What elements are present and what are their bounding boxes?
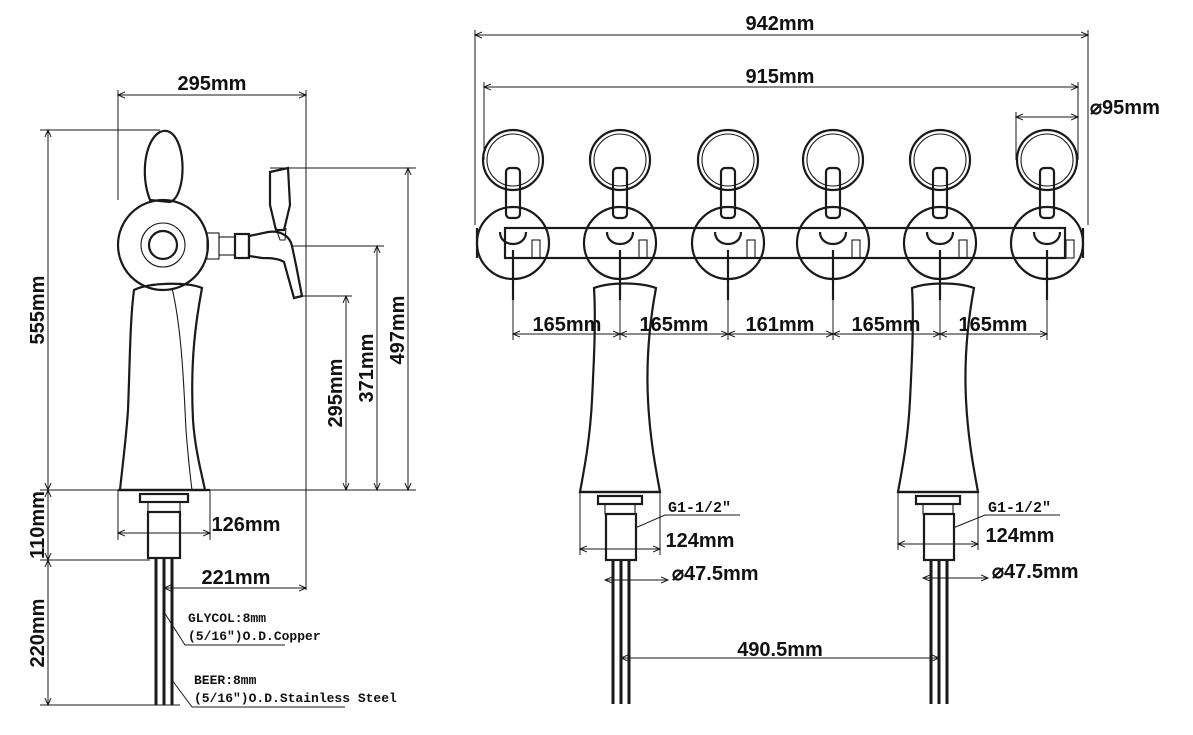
right-thread: G1-1/2" — [988, 500, 1051, 517]
spacing-3: 161mm — [746, 314, 815, 336]
spacing-4: 165mm — [852, 314, 921, 336]
dim-490-5: 490.5mm — [737, 639, 823, 661]
handle-1 — [504, 166, 522, 220]
side-handle — [143, 129, 184, 204]
medallion-3 — [696, 128, 760, 192]
front-view: 942mm 915mm ⌀95mm — [475, 13, 1160, 704]
handle-3 — [719, 166, 737, 220]
left-column — [578, 282, 662, 704]
spacing-5: 165mm — [959, 314, 1028, 336]
side-head-ring — [140, 222, 186, 268]
glycol-note-2: (5/16")O.D.Copper — [188, 629, 321, 644]
spacing-1: 165mm — [533, 314, 602, 336]
side-column — [118, 282, 207, 492]
spacing-dims — [513, 300, 1047, 340]
dim-221: 221mm — [202, 567, 271, 589]
tap-6 — [1015, 128, 1079, 300]
right-column — [896, 282, 980, 704]
dim-371: 371mm — [356, 334, 378, 403]
medallion-4 — [801, 128, 865, 192]
tap-2 — [588, 128, 652, 300]
side-view: 295mm 555mm 497mm 371mm 295mm 110mm 126m… — [27, 73, 416, 708]
medallion-5 — [908, 128, 972, 192]
tap-3 — [696, 128, 760, 300]
tap-1 — [481, 128, 545, 300]
side-shank — [146, 510, 182, 560]
left-base: 124mm — [666, 530, 735, 552]
side-flange — [138, 492, 190, 504]
side-lever — [268, 166, 292, 232]
beer-note-1: BEER:8mm — [194, 673, 257, 688]
glycol-note-1: GLYCOL:8mm — [188, 611, 266, 626]
dim-555: 555mm — [27, 276, 49, 345]
medallion-1 — [481, 128, 545, 192]
dim-126: 126mm — [212, 514, 281, 536]
handle-4 — [824, 166, 842, 220]
dim-915: 915mm — [746, 66, 815, 88]
medallion-2 — [588, 128, 652, 192]
handle-6 — [1038, 166, 1056, 220]
tap-5 — [908, 128, 972, 300]
handle-2 — [611, 166, 629, 220]
beer-note-2: (5/16")O.D.Stainless Steel — [194, 691, 397, 706]
dim-95: ⌀95mm — [1090, 97, 1160, 119]
right-base: 124mm — [986, 525, 1055, 547]
side-nut — [233, 232, 251, 260]
spacing-2: 165mm — [640, 314, 709, 336]
dim-110: 110mm — [27, 491, 49, 559]
dim-942: 942mm — [746, 13, 815, 35]
side-tubes — [154, 558, 174, 705]
tap-4 — [801, 128, 865, 300]
dim-295-top: 295mm — [178, 73, 247, 95]
medallion-6 — [1015, 128, 1079, 192]
dim-220: 220mm — [27, 599, 49, 668]
left-tube-diameter: ⌀47.5mm — [672, 563, 759, 585]
dim-295-side: 295mm — [325, 359, 347, 428]
side-head — [116, 198, 210, 292]
right-tube-diameter: ⌀47.5mm — [992, 561, 1079, 583]
handle-5 — [931, 166, 949, 220]
tower-bar — [475, 205, 1085, 281]
dim-497: 497mm — [387, 296, 409, 365]
left-thread: G1-1/2" — [668, 500, 731, 517]
side-faucet — [247, 230, 304, 300]
